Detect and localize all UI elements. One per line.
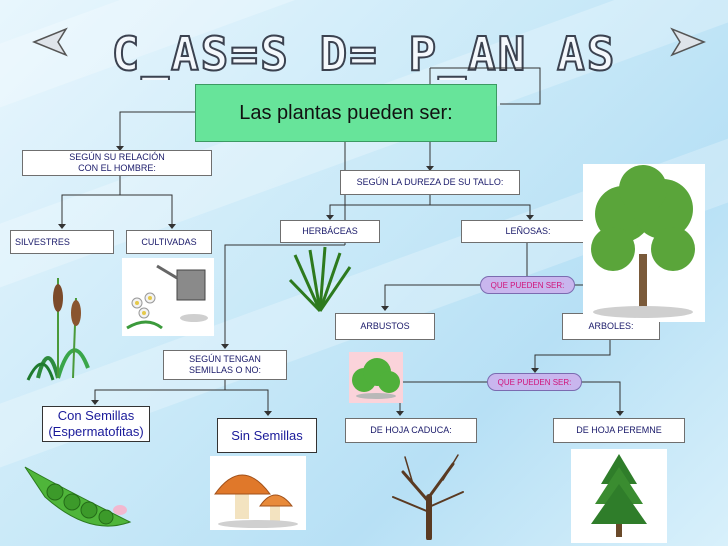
- trees-label: ÁRBOLES:: [588, 321, 634, 331]
- root-node: Las plantas pueden ser:: [195, 84, 497, 142]
- with-seeds-label: Con Semillas (Espermatofitas): [48, 408, 144, 439]
- seeds-node: SEGÚN TENGAN SEMILLAS O NO:: [163, 350, 287, 380]
- cultivated-label: CULTIVADAS: [141, 236, 197, 247]
- tree-icon: [591, 165, 695, 318]
- cattail-image: [18, 268, 100, 384]
- evergreen-label: DE HOJA PEREMNE: [576, 425, 662, 435]
- shrubs-label: ARBUSTOS: [360, 321, 410, 331]
- deciduous-label: DE HOJA CADUCA:: [370, 425, 452, 435]
- prev-arrow[interactable]: [30, 25, 70, 59]
- tree-image: [583, 164, 705, 322]
- title-banner: C_AS=S D= P_AN AS: [111, 26, 617, 80]
- stem-node: SEGÚN LA DUREZA DE SU TALLO:: [340, 170, 520, 195]
- herbaceous-label: HERBÁCEAS: [302, 226, 358, 236]
- slide-title: C_AS=S D= P_AN AS: [112, 27, 617, 80]
- connector-label-2: QUE PUEDEN SER:: [497, 377, 572, 387]
- without-seeds-label: Sin Semillas: [231, 427, 303, 443]
- connector-label: QUE PUEDEN SER:: [490, 280, 565, 290]
- seeds-label: SEGÚN TENGAN SEMILLAS O NO:: [188, 354, 262, 375]
- relation-label: SEGÚN SU RELACIÓN CON EL HOMBRE:: [69, 152, 165, 173]
- with-seeds-node: Con Semillas (Espermatofitas): [42, 406, 150, 442]
- pea-pod-image: [20, 462, 138, 540]
- next-arrow[interactable]: [668, 25, 708, 59]
- cultivated-node: CULTIVADAS: [126, 230, 212, 254]
- stem-label: SEGÚN LA DUREZA DE SU TALLO:: [356, 177, 504, 187]
- deciduous-node: DE HOJA CADUCA:: [345, 418, 477, 443]
- grass-icon: [288, 246, 352, 313]
- without-seeds-node: Sin Semillas: [217, 418, 317, 453]
- cattail-icon: [26, 278, 90, 381]
- line-root-relation: [119, 111, 195, 150]
- arrow-right-icon: [670, 27, 706, 57]
- root-label: Las plantas pueden ser:: [239, 101, 453, 124]
- pea-pod-icon: [24, 466, 132, 527]
- mushroom-image: [210, 456, 306, 530]
- grass-image: [285, 245, 355, 313]
- woody-node: LEÑOSAS:: [461, 220, 595, 243]
- watering-can-image: [122, 258, 214, 336]
- arrow-left-icon: [32, 27, 68, 57]
- bare-tree-image: [383, 452, 475, 541]
- mushroom-icon: [214, 474, 298, 528]
- woody-label: LEÑOSAS:: [505, 226, 551, 236]
- evergreen-icon: [591, 454, 647, 537]
- relation-node: SEGÚN SU RELACIÓN CON EL HOMBRE:: [22, 150, 212, 176]
- connector-pill-2: QUE PUEDEN SER:: [487, 373, 582, 391]
- wild-label: SILVESTRES: [15, 236, 70, 247]
- watering-can-icon: [126, 264, 208, 330]
- shrub-image: [349, 352, 403, 403]
- shrubs-node: ARBUSTOS: [335, 313, 435, 340]
- herbaceous-node: HERBÁCEAS: [280, 220, 380, 243]
- evergreen-node: DE HOJA PEREMNE: [553, 418, 685, 443]
- shrub-icon: [352, 358, 400, 399]
- wild-node: SILVESTRES: [10, 230, 114, 254]
- bare-tree-icon: [392, 454, 464, 541]
- connector-pill: QUE PUEDEN SER:: [480, 276, 575, 294]
- evergreen-image: [571, 449, 667, 543]
